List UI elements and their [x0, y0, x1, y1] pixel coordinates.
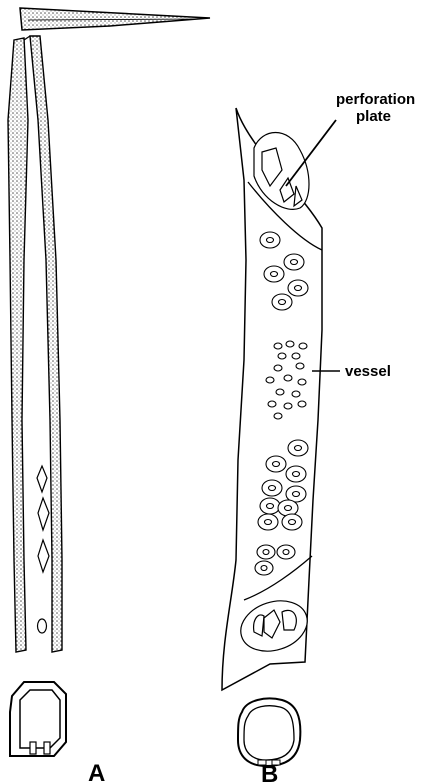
figure-label-b: B — [261, 761, 278, 784]
tracheid-wall-left — [8, 38, 28, 652]
perforation-plate-label-line2: plate — [356, 108, 391, 125]
figure-label-a: A — [88, 760, 105, 784]
vessel-label: vessel — [345, 363, 391, 380]
vessel-cross-section — [238, 699, 300, 767]
tracheid-cross-section — [10, 682, 66, 756]
vessel-element-b: B — [222, 108, 322, 784]
perforation-plate-label-line1: perforation — [336, 91, 415, 108]
tracheid-a: A — [8, 8, 210, 784]
bordered-pits — [37, 466, 49, 633]
